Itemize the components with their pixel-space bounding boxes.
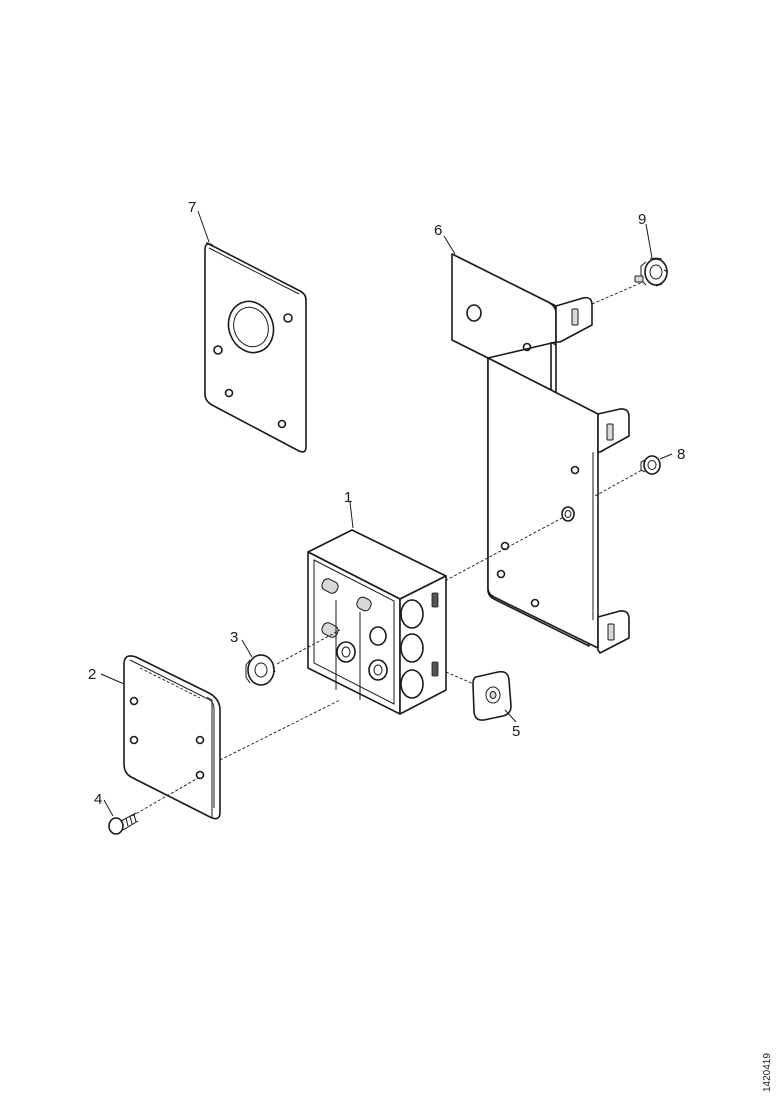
part-6-bracket bbox=[451, 253, 630, 654]
callout-5: 5 bbox=[504, 709, 520, 740]
part-4-screw bbox=[108, 777, 199, 835]
callout-5-label: 5 bbox=[512, 723, 520, 740]
callout-2-label: 2 bbox=[88, 666, 96, 683]
part-2-cover-plate bbox=[123, 655, 221, 820]
part-9-knob bbox=[591, 257, 669, 305]
bracket-screw bbox=[440, 506, 575, 584]
part-7-plate bbox=[204, 242, 307, 453]
callout-1: 1 bbox=[344, 489, 354, 529]
callout-9-label: 9 bbox=[638, 211, 646, 228]
part-8-screw bbox=[594, 455, 661, 497]
callout-9: 9 bbox=[638, 211, 653, 259]
callout-8-label: 8 bbox=[677, 446, 685, 463]
callout-1-label: 1 bbox=[344, 489, 352, 506]
callout-6: 6 bbox=[434, 222, 456, 255]
callout-8: 8 bbox=[659, 446, 685, 463]
part-1-box bbox=[307, 529, 447, 715]
callout-4-label: 4 bbox=[94, 791, 102, 808]
callout-2: 2 bbox=[88, 666, 125, 685]
document-id: 1420419 bbox=[762, 1053, 773, 1092]
callout-4: 4 bbox=[94, 791, 114, 817]
callout-3-label: 3 bbox=[230, 629, 238, 646]
callout-6-label: 6 bbox=[434, 222, 442, 239]
part-3-nut bbox=[245, 629, 341, 686]
part-5-bushing bbox=[445, 670, 512, 721]
callout-3: 3 bbox=[230, 629, 253, 658]
callout-7: 7 bbox=[188, 199, 210, 243]
callout-7-label: 7 bbox=[188, 199, 196, 216]
